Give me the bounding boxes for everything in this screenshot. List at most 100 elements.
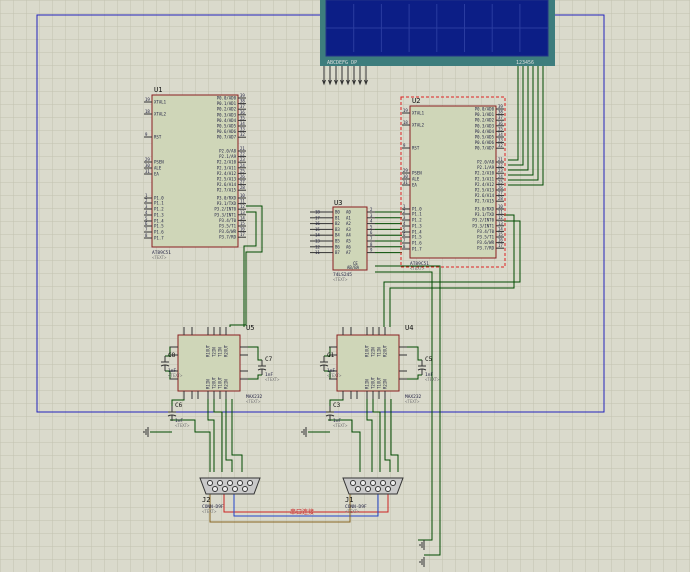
pin-name: P0.3/AD3: [217, 112, 237, 117]
pin-name: P3.1/TXD: [475, 212, 495, 217]
pin-name: A2: [346, 221, 351, 226]
pin-name: T1IN: [377, 347, 382, 357]
pin-number: 36: [498, 121, 503, 126]
j1-part: CONN-D9F: [345, 504, 367, 510]
pin-name: P0.2/AD2: [475, 118, 495, 123]
pin-name: P2.1/A9: [219, 154, 236, 159]
wire: [243, 211, 257, 327]
pin-name: P0.3/AD3: [475, 123, 495, 128]
chip-body: [332, 206, 368, 271]
pin-number: 29: [403, 168, 408, 173]
pin-number: 12: [498, 215, 503, 220]
u1-ref: U1: [154, 86, 162, 94]
pin-number: 27: [240, 180, 245, 185]
pin-name: P3.3/INT1: [472, 223, 494, 228]
wire: [229, 205, 263, 327]
pin-name: P1.4: [154, 219, 164, 224]
j1-ref: J1: [345, 496, 353, 504]
pin-name: P1.3: [154, 213, 164, 218]
pin-name: R2OUT: [383, 344, 388, 357]
pin-number: 38: [498, 110, 503, 115]
pin-name: B1: [335, 215, 340, 220]
pin-name: A3: [346, 227, 351, 232]
pin-number: 3: [370, 213, 373, 218]
pin-number: 16: [315, 221, 320, 226]
wire: [233, 494, 379, 517]
pin-number: 18: [315, 210, 320, 215]
c8-ref: C8: [168, 352, 176, 359]
pin-number: 17: [240, 232, 245, 237]
pin-name: A4: [346, 233, 351, 238]
seven-segment-display[interactable]: ABCDEFG DP 123456: [320, 0, 555, 66]
pin-name: P1.0: [412, 207, 422, 212]
pin-number: 21: [498, 157, 503, 162]
pin-name: P0.4/AD4: [475, 129, 495, 134]
pin-number: 32: [240, 132, 245, 137]
pin-name: R2OUT: [224, 344, 229, 357]
pin-number: 13: [498, 221, 503, 226]
pin-name: P0.5/AD5: [217, 124, 237, 129]
pin-number: 9: [370, 248, 373, 253]
connector-pin: [375, 486, 381, 492]
wire: [383, 220, 521, 327]
connector-pin: [242, 486, 248, 492]
pin-number: 33: [240, 127, 245, 132]
pin-name: P3.4/T0: [477, 229, 494, 234]
pin-number: 32: [498, 143, 503, 148]
pin-name: P3.2/INT0: [472, 218, 494, 223]
wire: [508, 66, 524, 166]
pin-name: RST: [154, 135, 162, 140]
c8-value: 1nF: [168, 368, 176, 374]
pin-number: 18: [403, 120, 408, 125]
u3-ce: CE: [353, 261, 358, 266]
pin-number: 10: [240, 193, 245, 198]
pin-name: A7: [346, 250, 351, 255]
connector-pin: [385, 486, 391, 492]
pin-name: B5: [335, 239, 340, 244]
c7-text: <TEXT>: [265, 377, 280, 382]
u3-ref: U3: [334, 199, 342, 207]
pin-name: P0.0/AD0: [217, 96, 237, 101]
chip-body: [151, 94, 239, 248]
pin-name: PSEN: [412, 171, 422, 176]
wire: [328, 419, 361, 472]
connector-pin: [237, 480, 243, 486]
wire: [248, 374, 262, 380]
pin-number: 24: [240, 163, 245, 168]
pin-name: ALE: [154, 166, 162, 171]
pin-name: P3.1/TXD: [217, 201, 237, 206]
pin-number: 35: [498, 126, 503, 131]
pin-number: 35: [240, 115, 245, 120]
pin-number: 1: [145, 193, 148, 198]
c7-ref: C7: [265, 356, 273, 363]
pin-number: 12: [315, 244, 320, 249]
pin-name: A1: [346, 215, 351, 220]
pin-number: 18: [145, 109, 150, 114]
wire: [366, 399, 373, 472]
pin-number: 33: [498, 138, 503, 143]
pin-number: 25: [240, 168, 245, 173]
pin-number: 9: [403, 143, 406, 148]
pin-name: B6: [335, 244, 340, 249]
pin-name: P0.6/AD6: [475, 140, 495, 145]
pin-number: 3: [403, 215, 406, 220]
pin-number: 5: [145, 216, 148, 221]
pin-number: 26: [240, 174, 245, 179]
pin-name: B7: [335, 250, 340, 255]
u2-text: <TEXT>: [410, 266, 425, 271]
